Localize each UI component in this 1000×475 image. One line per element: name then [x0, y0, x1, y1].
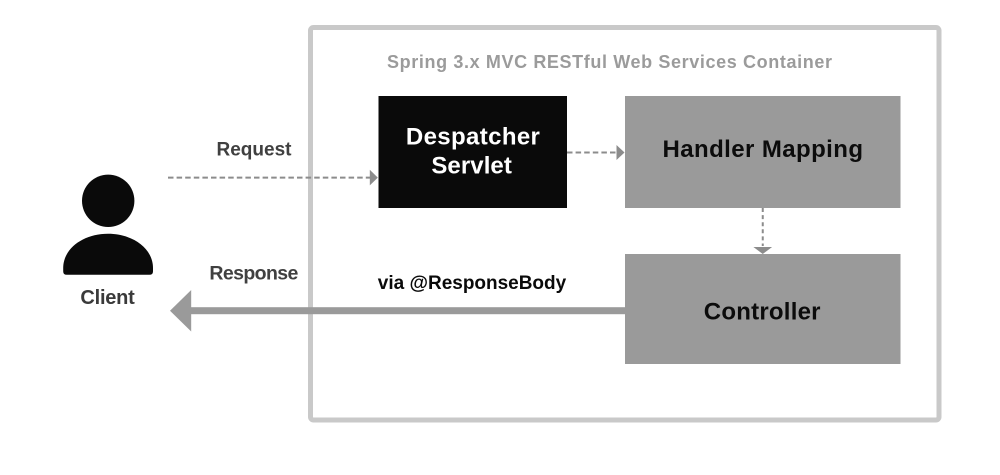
- svg-text:Client: Client: [80, 287, 135, 309]
- svg-text:Request: Request: [217, 140, 293, 161]
- svg-text:Spring 3.x MVC RESTful Web Ser: Spring 3.x MVC RESTful Web Services Cont…: [387, 52, 832, 72]
- svg-text:Controller: Controller: [704, 299, 821, 326]
- svg-text:Response: Response: [209, 263, 298, 285]
- svg-text:Servlet: Servlet: [431, 153, 511, 180]
- svg-text:via @ResponseBody: via @ResponseBody: [378, 273, 567, 294]
- svg-text:Handler Mapping: Handler Mapping: [663, 136, 864, 163]
- svg-text:Despatcher: Despatcher: [406, 124, 540, 151]
